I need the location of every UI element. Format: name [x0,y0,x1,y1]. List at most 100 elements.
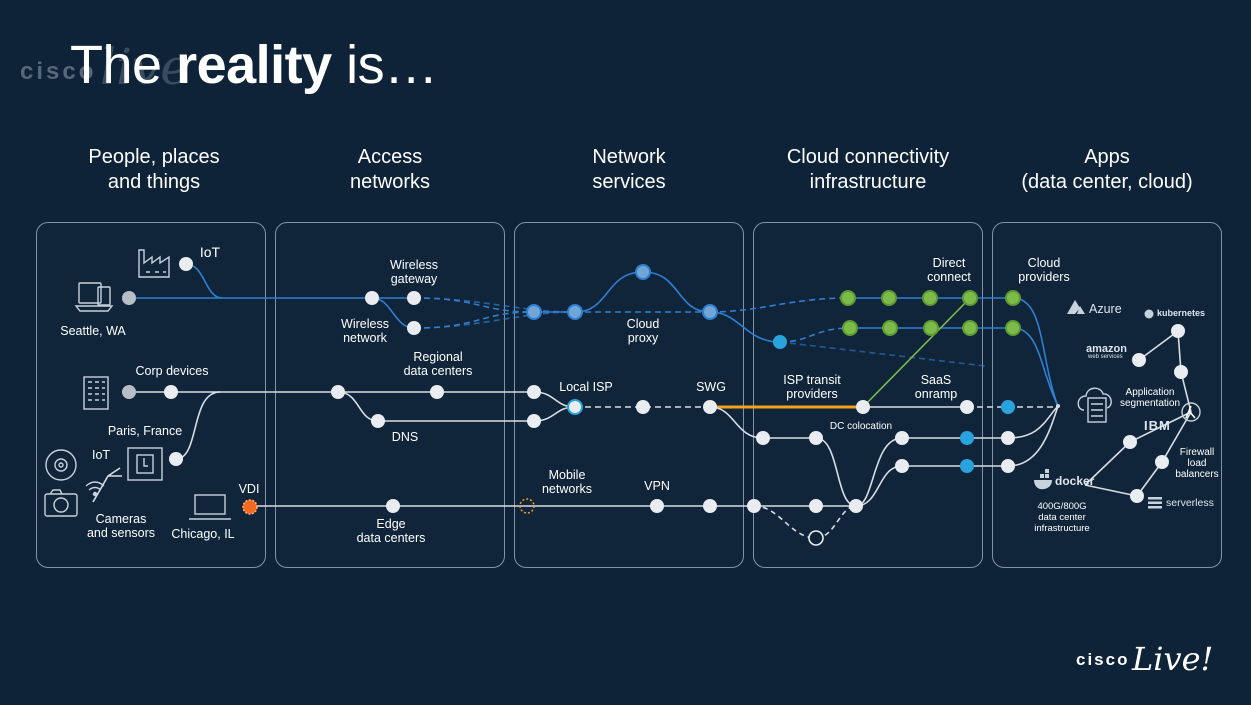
label-chicago: Chicago, IL [171,527,235,541]
diagram-node [1123,435,1137,449]
diagram-node [703,400,717,414]
label-dns: DNS [391,430,419,444]
column-header-access: Access networks [349,146,431,193]
docker-whale-icon [1034,469,1052,490]
column-header-apps: Apps (data center, cloud) [1021,146,1193,193]
brand-amazon-sub: web services [1088,354,1123,360]
diagram-node-mobile [519,498,535,514]
label-cloud-providers: Cloud providers [1018,256,1070,284]
path-cloud-to-apps-2 [1012,327,1059,407]
diagram-node [164,385,178,399]
wifi-icon [85,481,105,497]
diagram-node [567,304,583,320]
diagram-node [922,290,938,306]
factory-icon [138,249,170,278]
diagram-node [650,499,664,513]
label-direct-connect: Direct connect [927,256,971,284]
path-apps-2 [1007,405,1059,467]
diagram-node [882,320,898,336]
diagram-node [856,400,870,414]
path-iot-top [185,263,223,299]
label-edge-dc: Edge data centers [356,517,426,545]
badge-reader-icon [127,447,163,481]
label-cloud-proxy: Cloud proxy [626,317,660,345]
diagram-node [526,304,542,320]
diagram-node [1005,290,1021,306]
diagram-converge-point [1056,404,1060,408]
label-local-isp: Local ISP [559,380,613,394]
diagram-node [527,414,541,428]
diagram-node [756,431,770,445]
path-proxy-out [709,311,781,343]
kubernetes-logo-icon [1144,309,1154,319]
gear-cycle-icon [45,449,77,481]
label-isp-transit: ISP transit providers [783,373,841,401]
label-firewall-lb: Firewall load balancers [1175,447,1219,480]
diagram-node [809,431,823,445]
diagram-node [430,385,444,399]
diagram-node [960,400,974,414]
column-header-network-services: Network services [592,146,666,193]
laptop-icon [189,494,231,520]
label-dc-colocation: DC colocation [829,421,893,432]
brand-ibm: IBM [1144,418,1171,433]
serverless-logo-icon [1148,497,1162,509]
diagram-node [365,291,379,305]
label-corp-devices: Corp devices [135,364,209,378]
brand-docker: docker [1055,474,1095,488]
path-to-direct-2 [779,327,851,343]
brand-kubernetes: kubernetes [1157,308,1206,318]
label-vpn: VPN [644,479,670,493]
panel-people [36,222,266,568]
watermark-cisco-logo: cisco [20,58,97,85]
diagram-node-hollow [808,530,824,546]
path-dashed-wn-2 [413,311,576,329]
path-to-direct-1 [709,297,849,313]
diagram-node [960,431,974,445]
path-cloud-to-apps-1 [1012,297,1059,407]
column-header-people: People, places and things [88,146,220,193]
label-saas-onramp: SaaS onramp [914,373,958,401]
diagram-node [773,335,787,349]
diagram-node [567,399,583,415]
label-iot-bottom: IoT [91,448,111,462]
cloud-server-icon [1077,387,1112,423]
label-mobile-networks: Mobile networks [541,468,593,496]
path-colo-down [815,437,857,507]
diagram-node [1005,320,1021,336]
diagram-node [1132,353,1146,367]
panel-cloud-connectivity [753,222,983,568]
diagram-node [962,290,978,306]
diagram-node [1155,455,1169,469]
diagram-node [702,304,718,320]
diagram-node [881,290,897,306]
label-regional-dc: Regional data centers [403,350,473,378]
azure-logo-icon [1067,300,1085,314]
diagram-node [635,264,651,280]
diagram-node [636,400,650,414]
diagram-node [407,291,421,305]
diagram-node [703,499,717,513]
diagram-node [1001,459,1015,473]
watermark-live-script: live [100,38,190,96]
diagram-node [331,385,345,399]
label-iot-top: IoT [199,244,221,260]
desktop-devices-icon [74,282,114,312]
diagram-node [895,459,909,473]
diagram-node [809,499,823,513]
path-apps-1 [1007,405,1059,439]
label-vdi: VDI [238,482,260,496]
diagram-node [962,320,978,336]
office-building-icon [83,376,109,410]
label-application-segmentation: Application segmentation [1119,387,1181,409]
diagram-node [527,385,541,399]
diagram-node [169,452,183,466]
path-dashed-wg-2 [413,297,576,313]
diagram-node [842,320,858,336]
brand-serverless: serverless [1166,497,1214,509]
diagram-node [1001,400,1015,414]
diagram-node [960,459,974,473]
path-green-diag [862,297,971,408]
diagram-node [407,321,421,335]
